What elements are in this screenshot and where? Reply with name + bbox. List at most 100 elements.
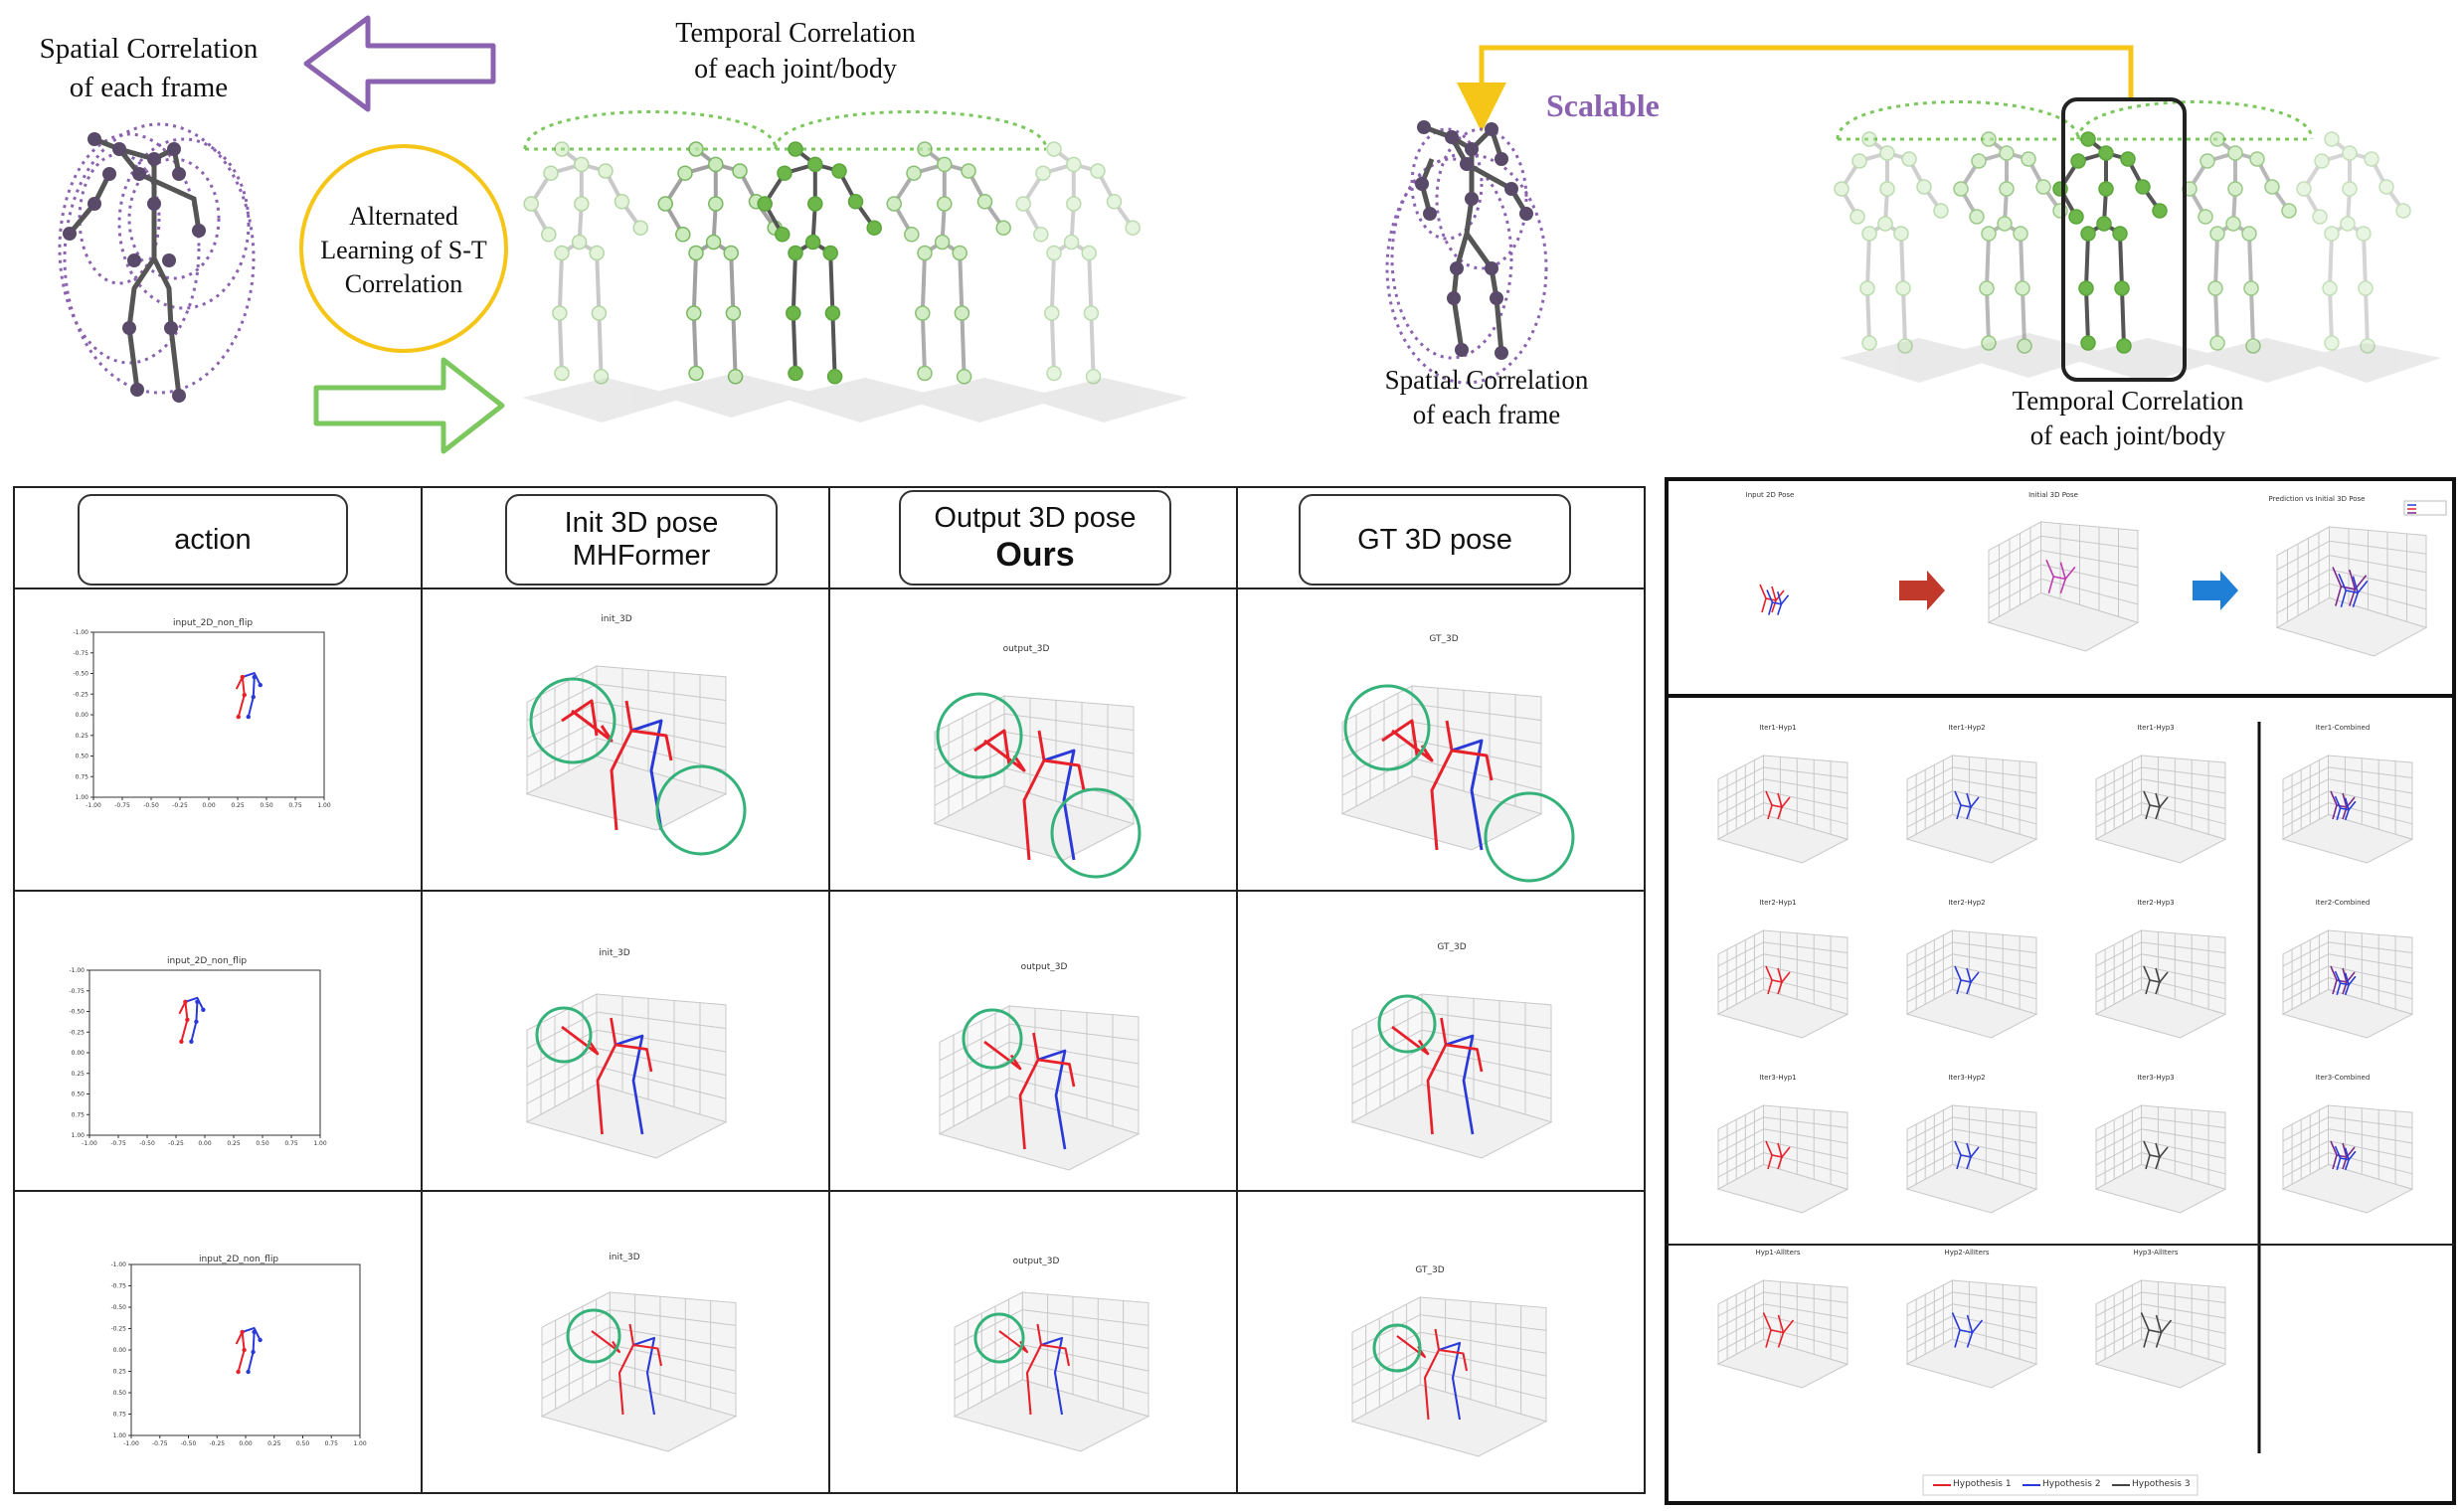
- pose-limb: [1445, 1043, 1484, 1073]
- pose-limb: [2342, 1142, 2348, 1170]
- highlight-circle: [1372, 1323, 1422, 1373]
- row3-input-title: input_2D_non_flip: [198, 1255, 279, 1264]
- bone: [595, 252, 602, 314]
- bone: [2084, 287, 2090, 344]
- joint: [1897, 338, 1913, 354]
- bone: [1840, 188, 1859, 218]
- pose-limb: [2342, 967, 2348, 995]
- joint: [1861, 131, 1877, 147]
- joint: [777, 165, 792, 181]
- bone: [1922, 185, 1943, 213]
- panel-subplot-title: Iter1-Hyp2: [1948, 724, 1986, 732]
- bone: [1096, 170, 1117, 203]
- joint: [2112, 226, 2128, 242]
- joint: [1893, 226, 1909, 242]
- bone: [529, 172, 553, 206]
- joint: [2080, 335, 2096, 351]
- header-text: MHFormer: [572, 540, 711, 572]
- tick-label: 0.00: [113, 1347, 127, 1354]
- bone: [791, 252, 797, 314]
- row2-init-title: init_3D: [599, 948, 630, 958]
- panel-subplot-title: Hyp2-AllIters: [1944, 1249, 1990, 1257]
- tick-label: 0.50: [72, 1091, 86, 1098]
- joint: [242, 1347, 247, 1353]
- bone: [1865, 233, 1871, 289]
- pose-limb: [561, 1025, 600, 1056]
- 3d-axes-box: [2281, 755, 2414, 864]
- joint: [2080, 131, 2096, 147]
- 3d-pose: [561, 1017, 653, 1135]
- tick-label: 0.50: [113, 1390, 127, 1397]
- tick-label: -0.25: [73, 691, 88, 698]
- panel-subplot-title: Hyp1-AllIters: [1755, 1249, 1801, 1257]
- panel-subplot-title: Iter2-Hyp3: [2137, 899, 2175, 907]
- joint: [236, 714, 241, 720]
- highlight-circle: [655, 764, 747, 856]
- joint: [788, 141, 803, 157]
- pose-limb: [1018, 1032, 1040, 1150]
- tick-label: -0.25: [209, 1440, 225, 1447]
- joint: [2017, 338, 2032, 354]
- joint: [554, 365, 570, 382]
- bone: [1985, 233, 1991, 289]
- highlight-circle: [1050, 787, 1142, 879]
- joint: [541, 227, 557, 243]
- tick-label: 0.00: [72, 1050, 86, 1057]
- joint: [1085, 369, 1102, 385]
- bone: [2330, 137, 2352, 155]
- joint: [688, 245, 704, 261]
- joint: [2324, 335, 2340, 351]
- row1-output-title: output_3D: [1002, 644, 1050, 654]
- temporal-skeleton: [523, 141, 648, 385]
- joint: [240, 674, 245, 680]
- tick-label: -0.25: [168, 1140, 184, 1147]
- joint: [1033, 227, 1049, 243]
- joint: [804, 234, 821, 251]
- highlight-circle: [1484, 791, 1575, 883]
- joint: [705, 234, 722, 251]
- tick-label: -0.25: [172, 802, 188, 809]
- bone: [578, 240, 599, 255]
- bone: [1886, 151, 1910, 161]
- joint: [1997, 216, 2013, 232]
- tick-label: 0.50: [260, 802, 273, 809]
- joint: [1971, 153, 1987, 169]
- pose-limb: [2155, 1142, 2161, 1170]
- label-line: of each frame: [1412, 400, 1561, 429]
- bone: [729, 252, 736, 314]
- joint: [614, 194, 630, 210]
- joint: [824, 305, 841, 321]
- bone: [791, 312, 797, 374]
- joint: [2096, 216, 2112, 232]
- pose-limb: [615, 1043, 653, 1073]
- label-line: Temporal Correlation: [675, 18, 916, 49]
- bone: [2118, 233, 2124, 289]
- temporal-correlation-label-right: Temporal Correlation of each joint/body: [1974, 384, 2282, 453]
- joint: [2116, 338, 2132, 354]
- joint: [708, 196, 724, 212]
- mini-pose: [1759, 584, 1785, 613]
- pose-limb: [1025, 1323, 1043, 1416]
- joint: [2356, 226, 2372, 242]
- header-init-3d-pose: Init 3D pose MHFormer: [505, 494, 778, 586]
- spatial-skeleton-right: [1385, 120, 1548, 385]
- temporal-skeleton: [1015, 141, 1141, 385]
- bone: [619, 200, 642, 230]
- mini-pose: [1762, 1312, 1795, 1348]
- bone: [560, 147, 584, 166]
- joint: [1859, 280, 1875, 296]
- mini-pose: [2140, 1312, 2173, 1348]
- joint: [1916, 179, 1932, 195]
- bone: [557, 252, 564, 314]
- tick-label: 0.00: [239, 1440, 253, 1447]
- panel-input-2d-title: Input 2D Pose: [1745, 491, 1795, 499]
- temporal-loop-right-1: [1836, 100, 2080, 140]
- joint: [242, 692, 247, 698]
- tick-label: -0.25: [69, 1029, 85, 1036]
- joint: [1066, 196, 1082, 212]
- mini-pose: [2338, 573, 2369, 608]
- temporal-skeleton: [2296, 131, 2411, 354]
- tick-label: -0.75: [73, 650, 88, 657]
- tick-label: 1.00: [313, 1140, 327, 1147]
- bone: [2321, 151, 2351, 163]
